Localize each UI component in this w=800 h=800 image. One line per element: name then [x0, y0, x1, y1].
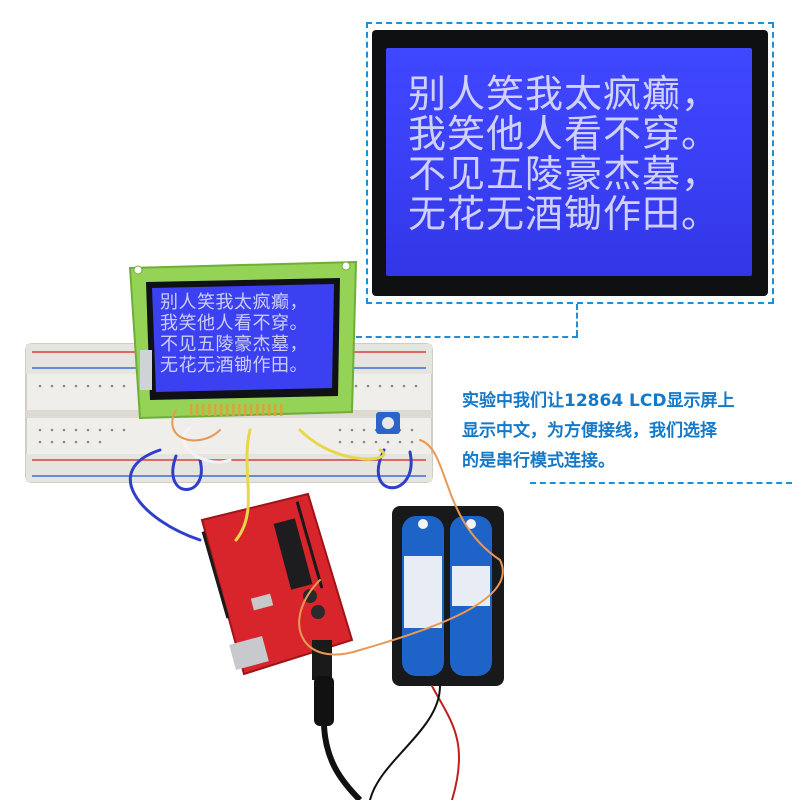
caption-line: 显示中文，为方便接线，我们选择: [462, 421, 717, 441]
lcd-zoom-frame: 别人笑我太疯癫， 我笑他人看不穿。 不见五陵豪杰墓， 无花无酒锄作田。: [372, 30, 768, 296]
jumper-wires: [128, 409, 504, 800]
caption-underline: [530, 482, 792, 484]
power-jack: [312, 640, 363, 800]
lcd-line: 我笑他人看不穿。: [160, 313, 308, 334]
lcd-line: 无花无酒锄作田。: [408, 192, 721, 236]
lcd-line: 不见五陵豪杰墓，: [408, 152, 721, 196]
lcd-zoom-screen: 别人笑我太疯癫， 我笑他人看不穿。 不见五陵豪杰墓， 无花无酒锄作田。: [386, 48, 752, 276]
connector-line: [356, 336, 578, 338]
caption-line: 实验中我们让12864 LCD显示屏上: [462, 391, 735, 411]
lcd-small-text: 别人笑我太疯癫， 我笑他人看不穿。 不见五陵豪杰墓， 无花无酒锄作田。: [160, 292, 330, 376]
lcd-zoom-callout: 别人笑我太疯癫， 我笑他人看不穿。 不见五陵豪杰墓， 无花无酒锄作田。: [366, 22, 774, 304]
microcontroller-board: [200, 492, 354, 676]
caption-line: 的是串行模式连接。: [462, 451, 615, 471]
caption: 实验中我们让12864 LCD显示屏上 显示中文，为方便接线，我们选择 的是串行…: [462, 386, 794, 476]
lcd-zoom-text: 别人笑我太疯癫， 我笑他人看不穿。 不见五陵豪杰墓， 无花无酒锄作田。: [408, 74, 738, 234]
connector-line: [576, 304, 578, 336]
lcd-line: 别人笑我太疯癫，: [160, 292, 308, 313]
lcd-line: 无花无酒锄作田。: [160, 355, 308, 376]
lcd-line: 别人笑我太疯癫，: [408, 72, 721, 116]
battery-pack: [392, 506, 504, 686]
lcd-line: 我笑他人看不穿。: [408, 112, 721, 156]
lcd-line: 不见五陵豪杰墓，: [160, 334, 308, 355]
lcd-module: [128, 260, 358, 420]
